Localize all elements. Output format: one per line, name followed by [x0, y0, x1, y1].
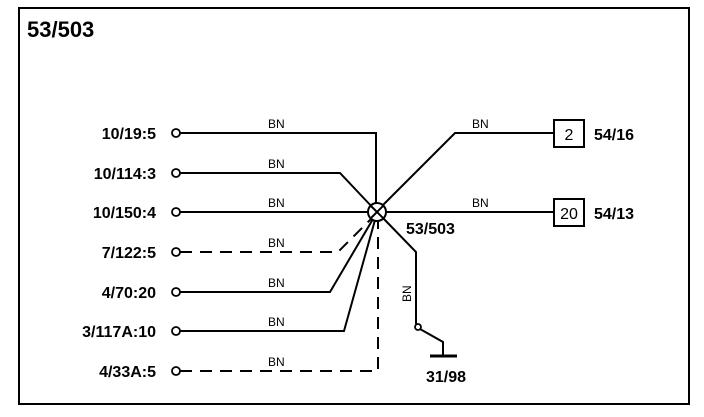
left-wire-0 [180, 132, 377, 211]
splice-label: 53/503 [406, 221, 455, 238]
left-wire-1 [180, 172, 375, 210]
left-wire-label-1: BN [268, 157, 285, 171]
left-label-5: 3/117A:10 [82, 324, 156, 341]
left-terminal-5[interactable] [171, 326, 181, 336]
right-wire-label-0: BN [472, 117, 489, 131]
left-terminal-6[interactable] [171, 366, 181, 376]
left-wire-label-3: BN [268, 236, 285, 250]
left-terminal-4[interactable] [171, 287, 181, 297]
pin-number-20: 20 [560, 206, 578, 223]
left-wire-6 [180, 221, 379, 372]
left-wire-5 [180, 219, 376, 332]
left-terminal-1[interactable] [171, 168, 181, 178]
left-wire-label-5: BN [268, 315, 285, 329]
ground-lead [419, 328, 444, 355]
left-terminal-3[interactable] [171, 247, 181, 257]
ground-label: 31/98 [426, 369, 466, 386]
left-wire-4 [180, 218, 374, 293]
left-label-0: 10/19:5 [102, 126, 156, 143]
left-label-3: 7/122:5 [102, 245, 156, 262]
ground-terminal[interactable] [414, 323, 422, 331]
ground-wire-label: BN [400, 285, 414, 302]
left-wire-label-0: BN [268, 117, 285, 131]
left-wire-label-6: BN [268, 355, 285, 369]
pin-box-2[interactable] [553, 119, 585, 148]
left-label-6: 4/33A:5 [99, 364, 156, 381]
left-label-2: 10/150:4 [93, 205, 156, 222]
diagram-border [18, 7, 690, 405]
right-label-1: 54/13 [594, 206, 634, 223]
left-terminal-0[interactable] [171, 128, 181, 138]
right-wire-0 [382, 132, 553, 206]
left-label-4: 4/70:20 [102, 285, 156, 302]
left-wire-label-4: BN [268, 276, 285, 290]
ground-wire [382, 217, 417, 324]
pin-number-2: 2 [565, 127, 574, 144]
splice-cross-b [370, 205, 384, 219]
left-wire-label-2: BN [268, 196, 285, 210]
pin-box-20[interactable] [553, 198, 585, 227]
left-wire-3 [180, 218, 372, 253]
diagram-title: 53/503 [27, 17, 94, 42]
right-label-0: 54/16 [594, 127, 634, 144]
right-wire-label-1: BN [472, 196, 489, 210]
left-terminal-2[interactable] [171, 207, 181, 217]
left-label-1: 10/114:3 [94, 166, 156, 183]
